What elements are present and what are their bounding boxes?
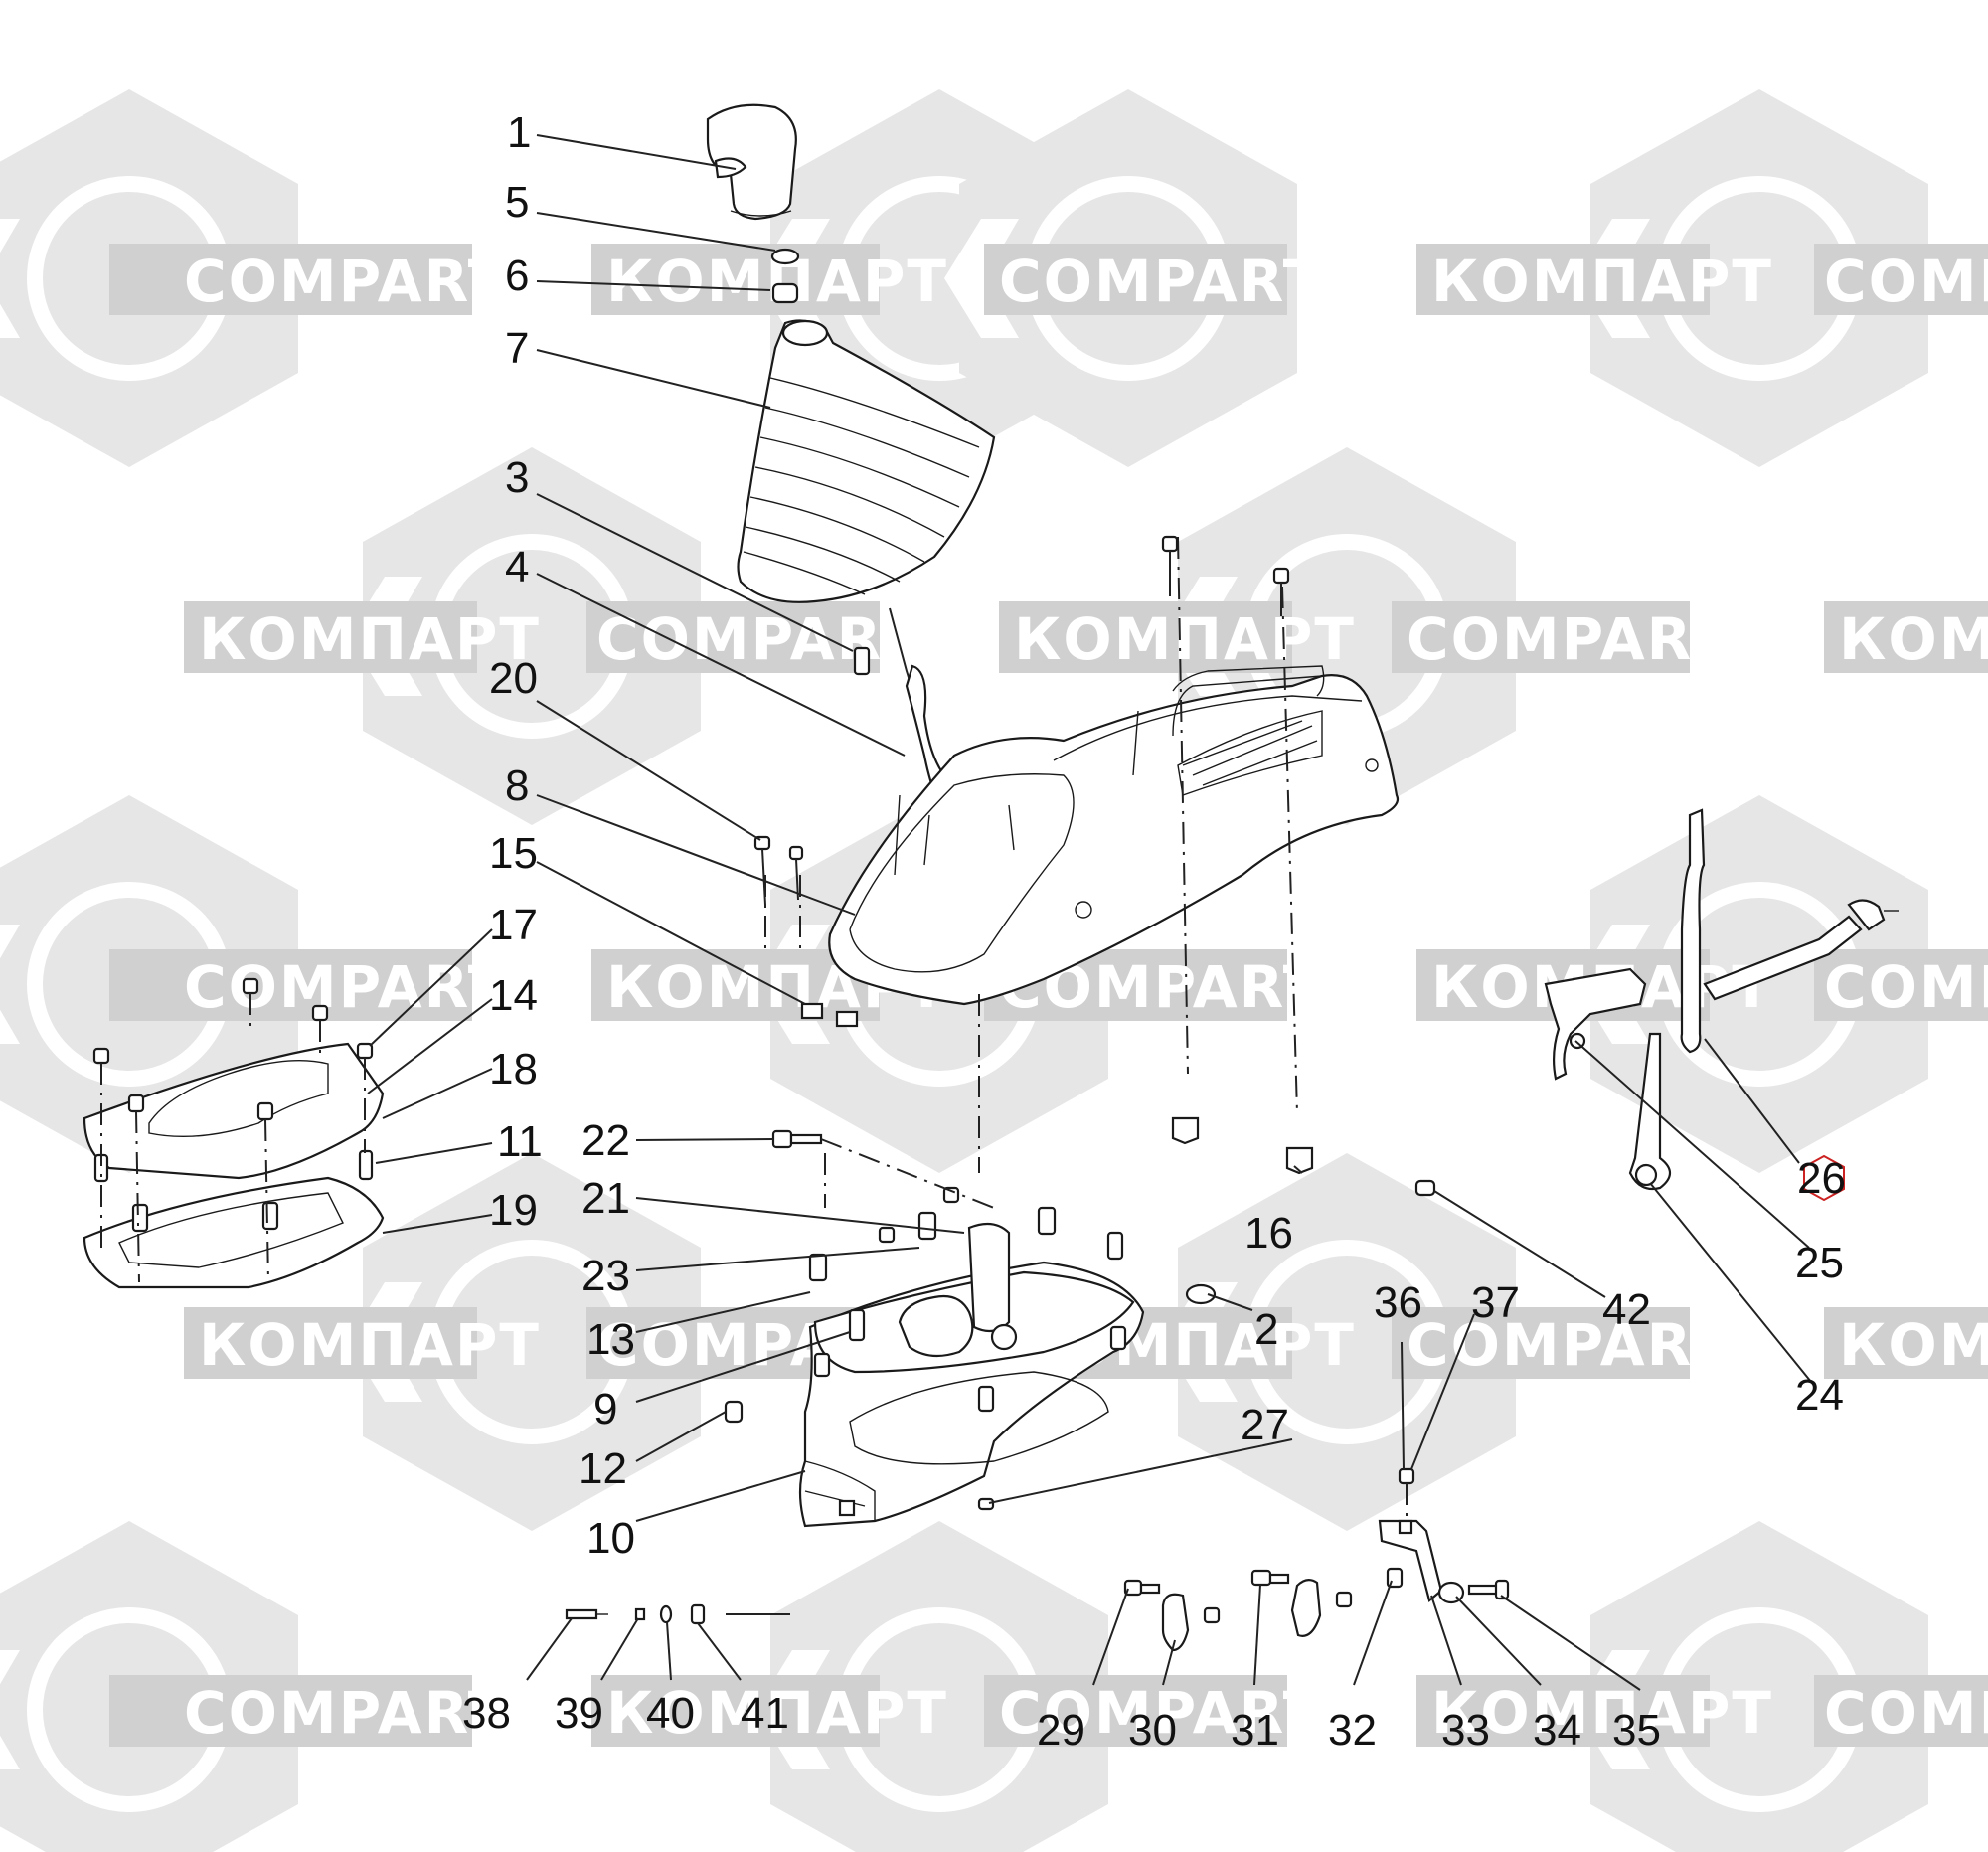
- callout-31: 31: [1231, 1706, 1279, 1755]
- callout-21: 21: [581, 1174, 630, 1223]
- callout-18: 18: [489, 1045, 538, 1094]
- watermark-logo: COMPART: [0, 1521, 509, 1852]
- svg-text:КОМПАРТ: КОМПАРТ: [606, 1679, 948, 1747]
- callout-37: 37: [1471, 1278, 1520, 1327]
- svg-text:COMPART: COMPART: [1824, 953, 1988, 1021]
- callout-30: 30: [1128, 1706, 1177, 1755]
- watermark-logo: КОМПАРТ COMPART: [999, 447, 1732, 825]
- svg-text:КОМПАРТ: КОМПАРТ: [199, 605, 541, 673]
- gear-shift-housing: [724, 1186, 1145, 1528]
- watermark-logo: COMPART: [944, 89, 1324, 467]
- watermark-logo: COMPART: [0, 89, 509, 467]
- callout-33: 33: [1441, 1706, 1490, 1755]
- callout-5: 5: [505, 178, 529, 227]
- callout-13: 13: [586, 1315, 635, 1364]
- svg-text:COMPART: COMPART: [184, 953, 509, 1021]
- callout-34: 34: [1533, 1706, 1581, 1755]
- callout-24: 24: [1795, 1371, 1844, 1420]
- callout-8: 8: [505, 761, 529, 810]
- callout-10: 10: [586, 1514, 635, 1563]
- svg-text:COMPART: COMPART: [1824, 1679, 1988, 1747]
- svg-text:КОМПАРТ: КОМПАРТ: [1839, 605, 1988, 673]
- shift-cable-assembly: [1544, 808, 1899, 1191]
- callout-23: 23: [581, 1252, 630, 1300]
- callout-15: 15: [489, 829, 538, 878]
- svg-text:COMPART: COMPART: [1824, 248, 1988, 315]
- bottom-hardware: [565, 1467, 1510, 1652]
- assembly-axis: [1177, 536, 1189, 1075]
- callout-7: 7: [505, 324, 529, 373]
- watermark-logo: КОМПАРТ COMPART: [1416, 1521, 1988, 1852]
- callout-29: 29: [1037, 1706, 1085, 1755]
- small-bolt: [1414, 1179, 1436, 1197]
- leader-lines: [367, 134, 1812, 1691]
- callout-3: 3: [505, 453, 529, 502]
- callout-2: 2: [1254, 1305, 1278, 1354]
- watermark-logo: КОМПАРТ COMPART: [1416, 89, 1988, 467]
- svg-text:КОМПАРТ: КОМПАРТ: [1839, 1311, 1988, 1379]
- callout-41: 41: [741, 1689, 789, 1738]
- clip: [800, 1002, 824, 1020]
- callout-17: 17: [489, 901, 538, 949]
- assembly-axis: [1281, 586, 1298, 1114]
- svg-text:COMPART: COMPART: [999, 248, 1324, 315]
- callout-42: 42: [1602, 1285, 1651, 1334]
- svg-text:КОМПАРТ: КОМПАРТ: [1431, 248, 1773, 315]
- shift-boot: [737, 319, 996, 603]
- callout-20: 20: [489, 654, 538, 703]
- callout-14: 14: [489, 971, 538, 1020]
- callout-11: 11: [497, 1117, 543, 1166]
- callout-9: 9: [593, 1385, 617, 1433]
- callout-27: 27: [1241, 1401, 1289, 1449]
- callout-35: 35: [1612, 1706, 1661, 1755]
- callout-40: 40: [646, 1689, 695, 1738]
- svg-text:КОМПАРТ: КОМПАРТ: [1014, 605, 1356, 673]
- svg-text:COMPART: COMPART: [184, 1679, 509, 1747]
- highlighted-callout-26[interactable]: 26: [1797, 1154, 1846, 1203]
- callout-38: 38: [462, 1689, 511, 1738]
- washer: [770, 248, 800, 265]
- callout-22: 22: [581, 1116, 630, 1165]
- small-bolt: [853, 646, 871, 676]
- clip: [835, 1010, 859, 1028]
- callout-16: 16: [1244, 1209, 1293, 1258]
- watermark-logo: COMPART: [0, 795, 509, 1173]
- grommet: [1185, 1283, 1217, 1305]
- svg-text:COMPART: COMPART: [1407, 1311, 1732, 1379]
- bushing: [771, 282, 799, 304]
- callout-4: 4: [505, 543, 529, 591]
- callout-25: 25: [1795, 1239, 1844, 1287]
- svg-text:COMPART: COMPART: [999, 1679, 1324, 1747]
- callout-39: 39: [555, 1689, 603, 1738]
- callout-12: 12: [579, 1444, 627, 1493]
- svg-text:КОМПАРТ: КОМПАРТ: [1431, 1679, 1773, 1747]
- console-plate-assembly: [83, 977, 385, 1289]
- svg-text:COMPART: COMPART: [1407, 605, 1732, 673]
- nut: [977, 1497, 995, 1511]
- clip-nut: [1171, 1116, 1200, 1145]
- center-console: [828, 665, 1400, 1006]
- svg-text:КОМПАРТ: КОМПАРТ: [199, 1311, 541, 1379]
- callout-1: 1: [507, 108, 531, 157]
- svg-text:COMPART: COMPART: [184, 248, 509, 315]
- callout-26: 26: [1797, 1154, 1846, 1203]
- callout-36: 36: [1374, 1278, 1422, 1327]
- callout-6: 6: [505, 252, 529, 300]
- watermark-logo: КОМПАРТ COMPART: [591, 1521, 1324, 1852]
- callout-19: 19: [489, 1186, 538, 1235]
- callout-32: 32: [1328, 1706, 1377, 1755]
- clip-nut: [1285, 1146, 1314, 1175]
